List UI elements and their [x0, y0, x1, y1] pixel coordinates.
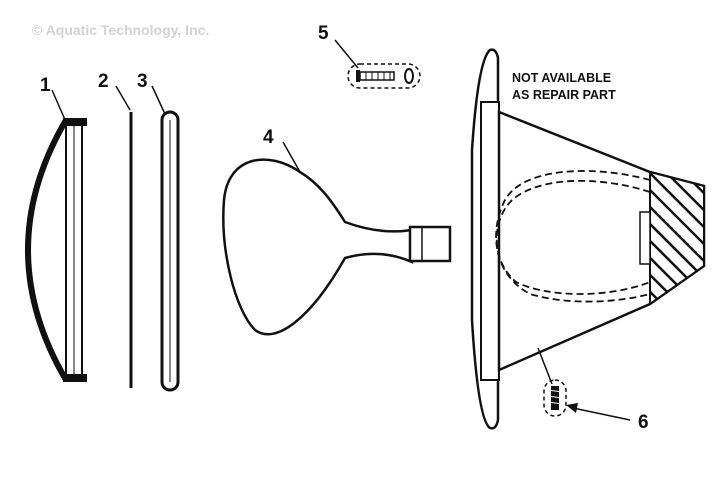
- part-bulb: [222, 158, 452, 336]
- note-line-1: NOT AVAILABLE: [512, 71, 611, 85]
- note-line-2: AS REPAIR PART: [512, 88, 616, 102]
- part-clamp-screw: [543, 379, 567, 417]
- leader-lines: [51, 39, 631, 421]
- part-housing: [470, 48, 706, 430]
- callout-6: 6: [638, 412, 649, 433]
- callout-3: 3: [137, 71, 148, 92]
- callout-1: 1: [40, 75, 51, 96]
- callout-2: 2: [98, 71, 109, 92]
- part-lens-ring: [160, 110, 180, 392]
- callout-5: 5: [318, 23, 329, 44]
- copyright-text: © Aquatic Technology, Inc.: [32, 22, 210, 38]
- part-lens: [25, 118, 87, 382]
- part-pilot-screw: [347, 63, 421, 89]
- callout-4: 4: [263, 127, 274, 148]
